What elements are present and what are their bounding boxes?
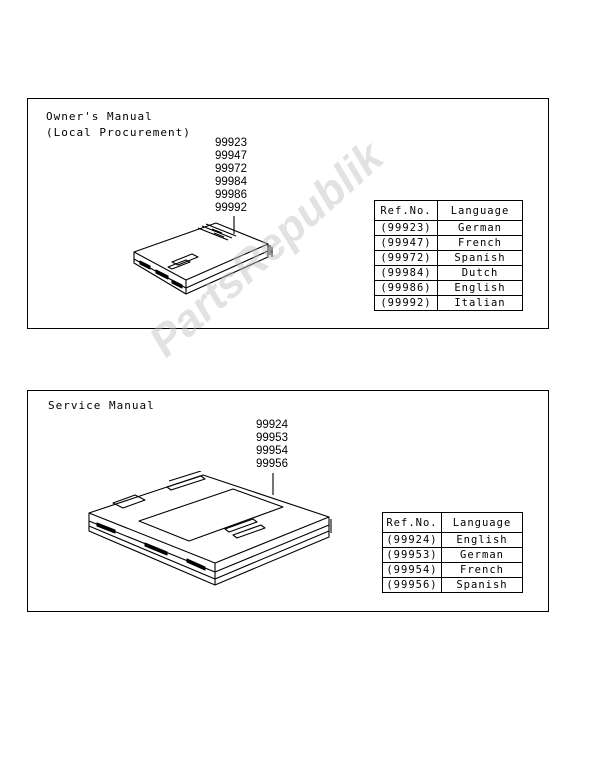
language-cell: Dutch	[437, 265, 523, 281]
table-row: (99954) French	[382, 562, 523, 578]
ref-no-cell: (99954)	[382, 562, 442, 578]
language-cell: German	[437, 220, 523, 236]
table-header-row: Ref.No. Language	[374, 200, 523, 221]
language-header: Language	[437, 200, 523, 221]
service-manual-panel: Service Manual 99924 99953 99954 99956	[27, 390, 549, 612]
table-row: (99947) French	[374, 235, 523, 251]
service-manual-part-numbers: 99924 99953 99954 99956	[256, 419, 288, 471]
language-cell: Spanish	[441, 577, 523, 593]
part-number: 99954	[256, 445, 288, 457]
part-number: 99923	[215, 137, 247, 149]
part-number: 99953	[256, 432, 288, 444]
service-manual-title: Service Manual	[48, 399, 155, 412]
ref-no-cell: (99984)	[374, 265, 438, 281]
book-cover	[88, 474, 330, 564]
ref-no-cell: (99947)	[374, 235, 438, 251]
ref-no-cell: (99923)	[374, 220, 438, 236]
table-row: (99923) German	[374, 220, 523, 236]
part-number: 99924	[256, 419, 288, 431]
owners-manual-subtitle: (Local Procurement)	[46, 126, 191, 139]
owners-manual-part-numbers: 99923 99947 99972 99984 99986 99992	[215, 137, 247, 215]
table-row: (99986) English	[374, 280, 523, 296]
table-header-row: Ref.No. Language	[382, 512, 523, 533]
book-cover	[133, 222, 269, 281]
ref-no-cell: (99986)	[374, 280, 438, 296]
ref-no-cell: (99953)	[382, 547, 442, 563]
table-row: (99984) Dutch	[374, 265, 523, 281]
part-number: 99972	[215, 163, 247, 175]
language-cell: Spanish	[437, 250, 523, 266]
table-row: (99972) Spanish	[374, 250, 523, 266]
part-number: 99986	[215, 189, 247, 201]
language-cell: German	[441, 547, 523, 563]
ref-no-header: Ref.No.	[374, 200, 438, 221]
language-cell: French	[437, 235, 523, 251]
language-cell: Italian	[437, 295, 523, 311]
owners-manual-ref-table: Ref.No. Language (99923) German (99947) …	[374, 200, 523, 311]
language-cell: French	[441, 562, 523, 578]
language-cell: English	[441, 532, 523, 548]
ref-no-cell: (99924)	[382, 532, 442, 548]
table-row: (99992) Italian	[374, 295, 523, 311]
language-header: Language	[441, 512, 523, 533]
table-row: (99924) English	[382, 532, 523, 548]
table-row: (99953) German	[382, 547, 523, 563]
part-number: 99992	[215, 202, 247, 214]
part-number: 99956	[256, 458, 288, 470]
service-manual-ref-table: Ref.No. Language (99924) English (99953)…	[382, 512, 523, 593]
part-number: 99984	[215, 176, 247, 188]
service-manual-book-illustration	[88, 471, 332, 586]
owners-manual-panel: Owner's Manual (Local Procurement) 99923…	[27, 98, 549, 329]
ref-no-cell: (99956)	[382, 577, 442, 593]
ref-no-header: Ref.No.	[382, 512, 442, 533]
owners-manual-title: Owner's Manual	[46, 110, 153, 123]
table-row: (99956) Spanish	[382, 577, 523, 593]
ref-no-cell: (99972)	[374, 250, 438, 266]
part-number: 99947	[215, 150, 247, 162]
ref-no-cell: (99992)	[374, 295, 438, 311]
language-cell: English	[437, 280, 523, 296]
owners-manual-book-illustration	[133, 216, 273, 295]
